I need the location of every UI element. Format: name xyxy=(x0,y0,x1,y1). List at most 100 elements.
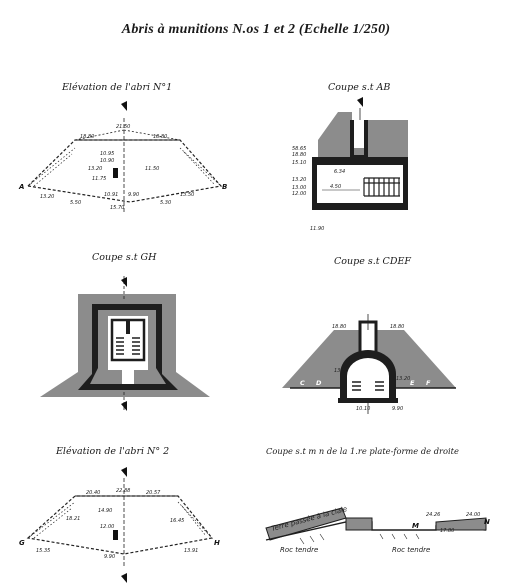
section-ab-floor xyxy=(312,203,408,210)
svg-text:17.80: 17.80 xyxy=(440,528,454,534)
svg-text:15.70: 15.70 xyxy=(110,205,124,211)
caption-section-cdef: Coupe s.t CDEF xyxy=(334,256,411,267)
elevation-2-slope-right xyxy=(177,501,213,539)
svg-text:13.30: 13.30 xyxy=(334,368,348,374)
elevation-2-slope-left xyxy=(27,501,76,539)
elevation-1-top-line xyxy=(123,129,181,141)
svg-text:18.80: 18.80 xyxy=(153,134,167,140)
label-n: N xyxy=(484,518,490,526)
section-gh-masonry xyxy=(78,304,178,390)
section-cdef-drawing: 18.80 18.80 13.30 13.20 10.10 9.90 C D E F xyxy=(282,314,456,414)
label-e: E xyxy=(410,379,415,387)
svg-text:10.90: 10.90 xyxy=(100,158,114,164)
label-d: D xyxy=(316,379,322,387)
north-arrow-icon xyxy=(121,401,127,411)
label-g: G xyxy=(19,539,25,547)
section-ab-side-wall xyxy=(403,165,408,210)
section-cdef-floor xyxy=(338,398,398,403)
svg-text:10.95: 10.95 xyxy=(100,151,114,157)
label-c: C xyxy=(300,379,305,387)
svg-text:13.20: 13.20 xyxy=(292,177,306,183)
caption-section-mn: Coupe s.t m n de la 1.re plate-forme de … xyxy=(266,446,459,456)
svg-text:11.75: 11.75 xyxy=(92,176,106,182)
svg-text:18.80: 18.80 xyxy=(292,152,306,158)
elevation-1-outline xyxy=(26,139,223,203)
svg-text:18.21: 18.21 xyxy=(66,516,80,522)
svg-text:12.00: 12.00 xyxy=(100,524,114,530)
label-a: A xyxy=(18,183,24,191)
elevation-2-drawing: 20.40 22.88 20.57 14.90 18.21 16.45 12.00 15… xyxy=(19,467,220,583)
label-h: H xyxy=(214,539,220,547)
caption-section-ab: Coupe s.t AB xyxy=(328,82,391,93)
svg-text:13.91: 13.91 xyxy=(184,548,198,554)
label-b: B xyxy=(222,183,227,191)
section-gh-pier xyxy=(126,320,130,334)
svg-text:5.50: 5.50 xyxy=(70,200,81,206)
section-gh-door xyxy=(122,370,134,384)
elevation-2-outline xyxy=(26,495,214,555)
svg-text:9.90: 9.90 xyxy=(392,406,403,412)
svg-text:13.50: 13.50 xyxy=(180,192,194,198)
svg-text:20.40: 20.40 xyxy=(86,490,100,496)
svg-text:18.80: 18.80 xyxy=(390,324,404,330)
caption-section-gh: Coupe s.t GH xyxy=(92,252,157,263)
svg-text:15.10: 15.10 xyxy=(292,160,306,166)
section-ab-vault xyxy=(312,157,408,165)
section-gh-drawing xyxy=(40,276,210,411)
svg-text:5.30: 5.30 xyxy=(160,200,171,206)
label-m: M xyxy=(412,522,419,530)
svg-text:11.90: 11.90 xyxy=(310,226,324,232)
svg-text:15.35: 15.35 xyxy=(36,548,50,554)
svg-text:21.50: 21.50 xyxy=(116,124,130,130)
svg-text:13.20: 13.20 xyxy=(88,166,102,172)
label-roc-2: Roc tendre xyxy=(392,546,430,554)
north-arrow-icon xyxy=(121,101,127,111)
north-arrow-icon xyxy=(121,467,127,477)
north-arrow-icon xyxy=(357,97,363,107)
section-gh-racks xyxy=(116,337,140,355)
label-roc-1: Roc tendre xyxy=(280,546,318,554)
section-mn-rock-hatch xyxy=(299,533,420,545)
svg-text:11.50: 11.50 xyxy=(145,166,159,172)
elevation-1-slope-right xyxy=(179,147,222,187)
svg-text:4.50: 4.50 xyxy=(330,184,341,190)
elevation-1-slope-left xyxy=(27,147,76,187)
svg-text:9.90: 9.90 xyxy=(104,554,115,560)
section-ab-chamber xyxy=(312,165,408,210)
svg-text:16.45: 16.45 xyxy=(170,518,184,524)
north-arrow-icon xyxy=(121,573,127,583)
plate-title: Abris à munitions N.os 1 et 2 (Echelle 1… xyxy=(121,22,391,37)
section-mn-platform xyxy=(435,517,487,531)
svg-text:10.10: 10.10 xyxy=(356,406,370,412)
caption-elevation-2: Elévation de l'abri N° 2 xyxy=(56,446,170,457)
svg-text:13.20: 13.20 xyxy=(40,194,54,200)
svg-text:24.00: 24.00 xyxy=(466,512,480,518)
svg-text:10.91: 10.91 xyxy=(104,192,118,198)
elevation-1-drawing: 18.80 18.80 21.50 10.95 10.90 13.20 11.50 11… xyxy=(18,101,227,212)
svg-text:13.00: 13.00 xyxy=(292,185,306,191)
elevation-1-block xyxy=(113,168,118,178)
section-ab-shelving xyxy=(363,177,400,197)
svg-text:18.80: 18.80 xyxy=(80,134,94,140)
label-f: F xyxy=(426,379,431,387)
svg-text:13.20: 13.20 xyxy=(396,376,410,382)
svg-text:18.80: 18.80 xyxy=(332,324,346,330)
svg-text:12.00: 12.00 xyxy=(292,191,306,197)
svg-text:14.90: 14.90 xyxy=(98,508,112,514)
elevation-2-block xyxy=(113,530,118,540)
svg-text:9.90: 9.90 xyxy=(128,192,139,198)
caption-elevation-1: Elévation de l'abri N°1 xyxy=(62,82,173,93)
svg-text:6.34: 6.34 xyxy=(334,169,345,175)
section-ab-side-wall xyxy=(312,165,317,210)
section-mn-wall xyxy=(345,517,373,531)
elevation-1-top-line xyxy=(74,129,125,141)
north-arrow-icon xyxy=(121,277,127,287)
section-cdef-racks xyxy=(352,381,384,391)
svg-text:22.88: 22.88 xyxy=(116,488,130,494)
section-cdef-chamber xyxy=(347,358,389,398)
svg-text:20.57: 20.57 xyxy=(146,490,161,496)
svg-text:58.65: 58.65 xyxy=(292,146,306,152)
